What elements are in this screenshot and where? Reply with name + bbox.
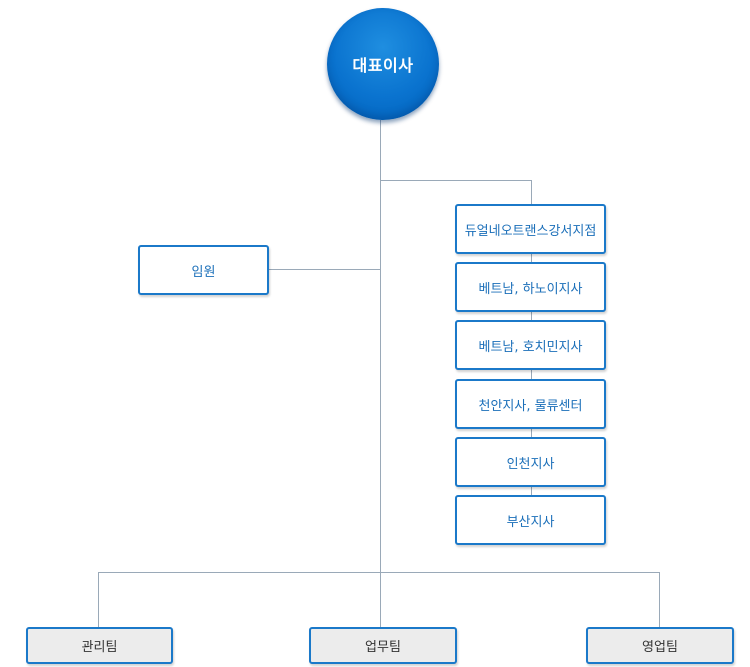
team-node-sales: 영업팀 [586,627,734,664]
team-node-management: 관리팀 [26,627,173,664]
branch-label: 천안지사, 물류센터 [478,398,583,414]
branch-label: 베트남, 호치민지사 [478,339,583,355]
team-node-operations: 업무팀 [309,627,457,664]
branch-label: 인천지사 [506,456,555,472]
branch-label: 베트남, 하노이지사 [478,281,583,297]
executive-label: 임원 [191,264,216,280]
ceo-node: 대표이사 [327,8,439,120]
branch-node-gangseo: 듀얼네오트랜스강서지점 [455,204,606,254]
branch-node-busan: 부산지사 [455,495,606,545]
team-label: 업무팀 [365,640,401,655]
ceo-label: 대표이사 [352,56,414,75]
team-label: 관리팀 [81,640,118,655]
team-label: 영업팀 [642,640,678,655]
branch-node-hanoi: 베트남, 하노이지사 [455,262,606,312]
branch-label: 부산지사 [506,514,555,530]
branch-label: 듀얼네오트랜스강서지점 [464,223,597,239]
branch-node-incheon: 인천지사 [455,437,606,487]
branch-node-hochiminh: 베트남, 호치민지사 [455,320,606,370]
executive-node: 임원 [138,245,269,295]
branch-node-cheonan: 천안지사, 물류센터 [455,379,606,429]
